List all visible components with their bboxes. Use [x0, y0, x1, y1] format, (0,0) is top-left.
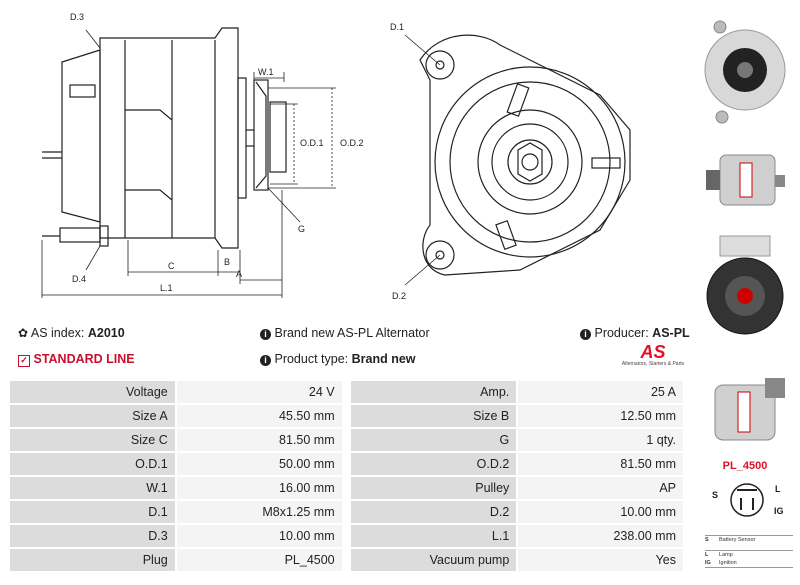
product-photo-rear	[700, 228, 790, 358]
as-index: ✿ AS index: A2010	[18, 326, 125, 340]
spec-label: Voltage	[10, 381, 177, 405]
plug-terminal-l: L	[775, 484, 781, 494]
spec-value: 45.50 mm	[176, 405, 344, 429]
spec-label: O.D.1	[10, 453, 177, 477]
product-photo-top	[700, 370, 790, 455]
label-w1: W.1	[258, 67, 274, 77]
plug-diagram	[705, 478, 790, 523]
spec-gap	[343, 525, 352, 549]
spec-value: 10.00 mm	[176, 525, 344, 549]
label-a: A	[236, 269, 242, 279]
spec-label: W.1	[10, 477, 177, 501]
producer: i Producer: AS-PL	[580, 326, 690, 340]
product-title: i Brand new AS-PL Alternator	[260, 326, 430, 340]
spec-value: Yes	[518, 549, 685, 573]
label-b: B	[224, 257, 230, 267]
spec-value: 81.50 mm	[176, 429, 344, 453]
spec-label: D.3	[10, 525, 177, 549]
product-photo-front	[700, 5, 790, 135]
checkbox-icon: ✓	[18, 355, 30, 367]
spec-gap	[343, 429, 352, 453]
spec-label: Amp.	[351, 381, 519, 405]
spec-label: Size A	[10, 405, 177, 429]
spec-gap	[343, 381, 352, 405]
fingerprint-icon: ✿	[18, 326, 29, 340]
spec-gap	[343, 453, 352, 477]
label-d4: D.4	[72, 274, 86, 284]
label-od1: O.D.1	[300, 138, 324, 148]
spec-value: 12.50 mm	[518, 405, 685, 429]
spec-gap	[343, 405, 352, 429]
spec-value: 24 V	[176, 381, 344, 405]
label-d1: D.1	[390, 22, 404, 32]
label-g: G	[298, 224, 305, 234]
product-type: i Product type: Brand new	[260, 352, 416, 366]
spec-value: 81.50 mm	[518, 453, 685, 477]
spec-value: 25 A	[518, 381, 685, 405]
plug-code: PL_4500	[722, 460, 768, 472]
spec-value: 1 qty.	[518, 429, 685, 453]
standard-line: ✓ STANDARD LINE	[18, 352, 135, 367]
spec-label: O.D.2	[351, 453, 519, 477]
spec-label: Vacuum pump	[351, 549, 519, 573]
label-d2: D.2	[392, 291, 406, 301]
label-c: C	[168, 261, 175, 271]
info-icon: i	[580, 329, 591, 340]
spec-label: Size C	[10, 429, 177, 453]
aspl-logo: AS Alternators, Starters & Parts	[621, 342, 685, 367]
info-icon: i	[260, 355, 271, 366]
plug-terminal-s: S	[712, 490, 719, 500]
spec-value: 238.00 mm	[518, 525, 685, 549]
spec-label: D.1	[10, 501, 177, 525]
spec-label: Plug	[10, 549, 177, 573]
spec-gap	[343, 477, 352, 501]
spec-value: 16.00 mm	[176, 477, 344, 501]
plug-terminal-ig: IG	[774, 506, 784, 516]
spec-label: L.1	[351, 525, 519, 549]
label-d3: D.3	[70, 12, 84, 22]
spec-gap	[343, 501, 352, 525]
spec-label: Size B	[351, 405, 519, 429]
spec-value: M8x1.25 mm	[176, 501, 344, 525]
spec-label: G	[351, 429, 519, 453]
spec-value: AP	[518, 477, 685, 501]
spec-value: 50.00 mm	[176, 453, 344, 477]
spec-value: PL_4500	[176, 549, 344, 573]
label-l1: L.1	[160, 283, 173, 293]
spec-value: 10.00 mm	[518, 501, 685, 525]
spec-gap	[343, 549, 352, 573]
info-icon: i	[260, 329, 271, 340]
spec-label: D.2	[351, 501, 519, 525]
product-photo-side	[700, 135, 790, 225]
spec-label: Pulley	[351, 477, 519, 501]
label-od2: O.D.2	[340, 138, 364, 148]
